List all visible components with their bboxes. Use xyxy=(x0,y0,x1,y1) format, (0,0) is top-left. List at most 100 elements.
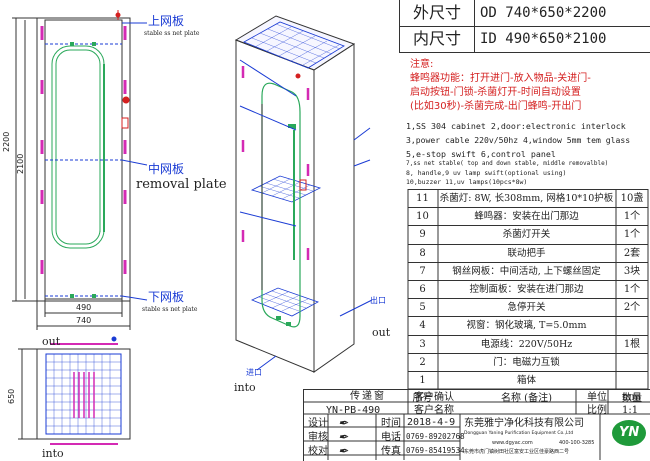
uv-lamps xyxy=(40,26,127,274)
front-view xyxy=(12,10,148,330)
title-block: 传递窗 YN-PB-490 客户确认 客户名称 单位 mm 比例 1:1 设计 … xyxy=(303,389,650,461)
time-value: 2018-4-9 xyxy=(407,417,456,428)
bom-header-qty: 数量 xyxy=(622,393,642,405)
spec-line-5: 8, handle,9 uv lamp swift(optional using… xyxy=(406,169,567,177)
dim-2200: 2200 xyxy=(2,131,11,152)
middle-mesh-label: 中网板 xyxy=(148,162,185,176)
inner-size-label: 内尺寸 xyxy=(400,26,475,52)
bom-header-no: 序号 xyxy=(412,393,433,405)
inner-size-row: 内尺寸 ID 490*650*2100 xyxy=(400,26,650,52)
design-signature: ✒︎ xyxy=(338,416,349,430)
bom-cell-no: 6 xyxy=(419,284,426,295)
iso-buzzer-icon xyxy=(295,73,301,79)
plan-view xyxy=(18,336,131,445)
iso-out-en: out xyxy=(372,326,391,339)
spec-line-4: 7,ss net stable( top and down stable, mi… xyxy=(406,160,609,167)
bom-cell-no: 5 xyxy=(419,302,426,314)
iso-bot-mesh xyxy=(250,287,319,317)
bom-cell-qty: 3块 xyxy=(623,265,641,277)
check-label: 校对 xyxy=(308,446,328,457)
bom-cell-name: 视窗：钢化玻璃, T=5.0mm xyxy=(466,320,587,332)
lower-mesh-label: 下网板 xyxy=(148,290,185,304)
removal-plate-label: removal plate xyxy=(136,177,227,192)
scale-label: 比例 xyxy=(587,405,607,416)
iso-leader-3 xyxy=(239,211,297,227)
customer-name-label: 客户名称 xyxy=(414,405,454,416)
company-logo-text: YN xyxy=(619,425,640,440)
iso-side xyxy=(313,43,355,373)
iso-view xyxy=(234,15,373,373)
unit-value: mm xyxy=(622,392,641,403)
iso-top-mesh xyxy=(243,21,345,69)
iso-leader-2 xyxy=(239,105,297,131)
iso-mid-mesh-grid xyxy=(258,178,314,200)
spec-line-2: 3,power cable 220v/50hz 4,window 5mm tem… xyxy=(406,135,631,145)
phone-label: 电话 xyxy=(381,432,401,443)
customer-confirm-label: 客户确认 xyxy=(414,392,454,403)
iso-front xyxy=(235,39,315,373)
bom-cell-name: 急停开关 xyxy=(507,302,546,314)
upper-mesh-label: 上网板 xyxy=(148,14,185,28)
window-outline xyxy=(51,45,105,249)
design-label: 设计 xyxy=(308,418,328,429)
iso-out-cn: 出口 xyxy=(370,296,386,305)
iso-into-cn: 进口 xyxy=(246,368,262,377)
company-website: www.dgyac.com xyxy=(492,440,533,446)
iso-fasteners xyxy=(276,124,296,326)
bom-cell-no: 11 xyxy=(416,193,429,204)
bom-cell-name: 杀菌灯: 8W, 长308mm, 网格10*10护板 xyxy=(439,193,614,204)
outer-size-label: 外尺寸 xyxy=(400,0,475,26)
fax-label: 传真 xyxy=(381,446,401,457)
cabinet-outline xyxy=(36,17,131,302)
iso-leader-1 xyxy=(239,59,297,97)
bom-cell-no: 9 xyxy=(419,229,426,241)
scale-value: 1:1 xyxy=(622,405,639,416)
bom-cell-qty: 1根 xyxy=(623,338,641,350)
bom-cell-no: 8 xyxy=(419,247,426,259)
plan-uv-lamps xyxy=(73,372,95,418)
leader-lower xyxy=(121,295,148,301)
bom-cell-name: 蜂鸣器：安装在出门那边 xyxy=(474,211,579,223)
notes-line-3: (比如30秒)-杀菌完成-出门蜂鸣-开出门 xyxy=(410,101,582,112)
out-arrow xyxy=(339,299,373,317)
inner-size-value: ID 490*650*2100 xyxy=(480,31,607,47)
bom-cell-no: 2 xyxy=(419,356,426,368)
dimension-table: 外尺寸 OD 740*650*2200 内尺寸 ID 490*650*2100 xyxy=(399,0,650,53)
check-signature: ✒︎ xyxy=(338,444,349,458)
lower-mesh-sublabel: stable ss net plate xyxy=(142,306,198,313)
phone-value: 0769-89202768 xyxy=(406,432,465,441)
upper-mesh-sublabel: stable ss net plate xyxy=(144,30,200,37)
time-label: 时间 xyxy=(381,418,401,429)
bom-cell-no: 1 xyxy=(419,375,426,386)
company-name-en: Dongguan Yaning Purification Equipment C… xyxy=(464,431,574,436)
plan-buzzer-icon xyxy=(111,336,117,342)
bom-row: 5 急停开关 2个 xyxy=(408,298,648,317)
bom-cell-no: 4 xyxy=(419,320,426,332)
bom-cell-name: 控制面板：安装在进门那边 xyxy=(469,284,584,295)
bom-header-name: 名称 (备注) xyxy=(501,393,552,405)
bom-cell-qty: 1个 xyxy=(623,229,641,241)
product-name: 传递窗 xyxy=(350,391,386,402)
control-panel-icon xyxy=(121,117,129,129)
bom-cell-name: 电源线：220V/50Hz xyxy=(480,338,573,350)
dim-490: 490 xyxy=(76,303,92,312)
window-inner xyxy=(55,49,101,245)
plan-mesh xyxy=(46,354,121,434)
notes-heading: 注意: xyxy=(410,59,434,70)
iso-panel-icon xyxy=(299,179,307,191)
iso-uv-lamps xyxy=(241,66,310,260)
notes-line-1: 蜂鸣器功能：打开进门-放入物品-关进门- xyxy=(410,73,591,84)
dim-2100: 2100 xyxy=(16,153,25,174)
leader-middle xyxy=(121,159,148,166)
into-arrow xyxy=(256,355,277,371)
bom-cell-qty: 2个 xyxy=(623,302,641,314)
